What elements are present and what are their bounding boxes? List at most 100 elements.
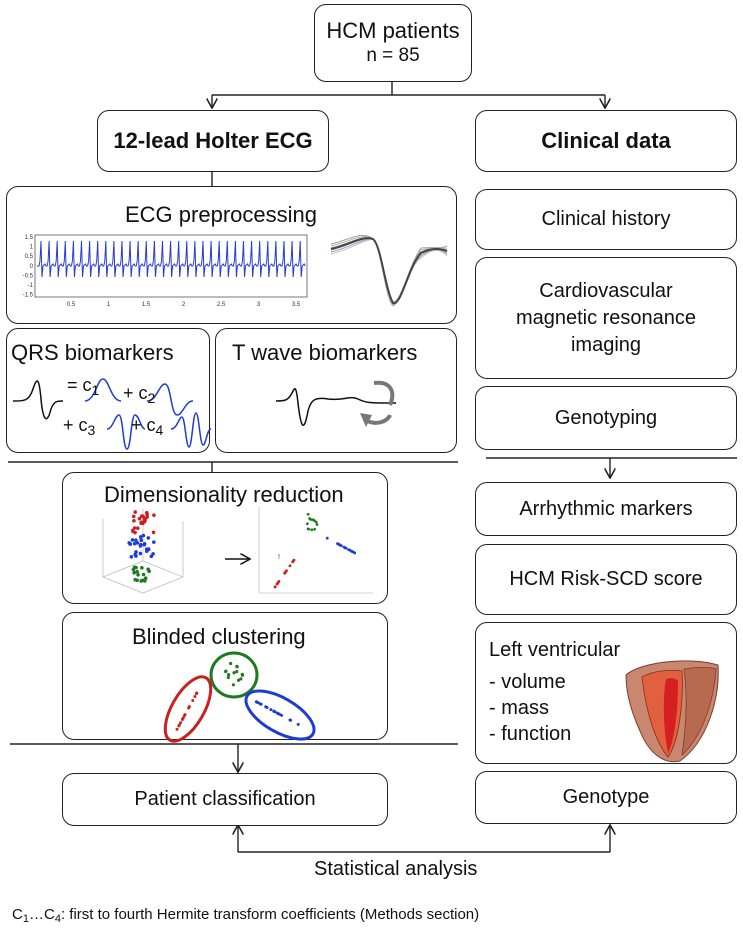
ecg-y-tick: -1.5 — [23, 293, 34, 299]
cluster-point-red — [191, 698, 195, 702]
ecg-y-tick: 0 — [30, 264, 34, 270]
lv-title: Left ventricular — [489, 639, 621, 661]
cluster-point-green — [224, 669, 228, 674]
ecg-x-tick: 3 — [257, 302, 261, 308]
ecg-y-tick: -0.5 — [23, 273, 34, 279]
scatter-point-red — [131, 514, 136, 519]
genotype-box: Genotype — [475, 771, 737, 824]
cluster-point-green — [226, 675, 230, 680]
scatter-point-blue — [142, 542, 147, 547]
ecg-x-tick: 0.5 — [67, 302, 76, 308]
coef-c3: + c3 — [63, 415, 96, 438]
scatter-point-red — [136, 526, 140, 530]
ecg-preprocessing-title: ECG preprocessing — [125, 202, 317, 227]
blinded-clustering-box: Blinded clustering — [62, 612, 388, 743]
ecg-y-tick: -1 — [28, 283, 34, 289]
ecg-y-tick: 1.5 — [25, 235, 34, 241]
t-wave-plot — [275, 380, 396, 427]
hcm-patients-title: HCM patients — [326, 18, 460, 44]
cluster-point-red — [181, 716, 185, 720]
lv-item-volume: - volume — [489, 671, 566, 693]
hermite-h4 — [170, 412, 211, 448]
dimred-plots: ! — [102, 507, 373, 594]
scatter-point-blue — [141, 533, 146, 538]
scatter-point-green — [146, 567, 150, 572]
scatter-point-blue — [351, 550, 354, 554]
scatter-point-blue — [129, 554, 134, 559]
scatter-point-blue — [134, 550, 138, 554]
cluster-point-red — [179, 721, 183, 725]
ecg-x-tick: 3.5 — [292, 302, 301, 308]
scatter-point-blue — [132, 541, 137, 546]
beat-mean-trace — [330, 237, 448, 305]
scatter-point-green — [132, 570, 136, 575]
hermite-h3 — [106, 414, 146, 450]
scatter-point-green — [135, 578, 139, 583]
clinical-history-box: Clinical history — [475, 189, 737, 250]
ecg-y-tick: 1 — [30, 245, 34, 251]
cluster-green — [209, 651, 259, 699]
scatter-point-blue — [325, 536, 329, 540]
cmr-line-1: Cardiovascular — [539, 279, 673, 302]
scatter-point-red — [133, 510, 138, 514]
cluster-point-green — [227, 673, 231, 677]
scatter-point-red — [131, 529, 135, 534]
cmr-line-3: imaging — [570, 333, 642, 356]
scatter-point-red — [142, 519, 147, 524]
scatter-point-red — [145, 515, 149, 519]
scatter-point-red — [139, 514, 144, 518]
t-wave-biomarkers-title: T wave biomarkers — [232, 340, 418, 365]
scatter-point-red — [273, 585, 277, 589]
scatter-point-red — [137, 516, 142, 521]
scatter-2d-axes — [258, 507, 373, 594]
coef-c4: + c4 — [131, 415, 164, 438]
t-wave-biomarkers-box: T wave biomarkers — [215, 328, 457, 453]
footnote: C1…C4: first to fourth Hermite transform… — [12, 906, 480, 925]
hermite-h1 — [84, 378, 122, 402]
cluster-point-green — [235, 665, 239, 669]
cluster-point-red — [175, 727, 179, 731]
scatter-point-green — [141, 572, 146, 577]
holter-ecg-header: 12-lead Holter ECG — [97, 110, 329, 172]
scatter-point-green — [315, 523, 319, 526]
cluster-point-red — [194, 692, 198, 696]
scatter-point-red — [276, 581, 280, 585]
scatter-point-green — [140, 578, 145, 583]
scatter-point-blue — [353, 551, 357, 555]
left-ventricular-box: Left ventricular - volume - mass - funct… — [475, 622, 737, 764]
scatter-point-green — [307, 527, 311, 531]
cluster-point-blue — [288, 718, 292, 722]
scatter-point-blue — [342, 545, 346, 549]
cluster-point-green — [236, 678, 241, 682]
scatter-point-blue — [130, 538, 135, 542]
cluster-point-red — [187, 706, 191, 710]
cluster-point-blue — [280, 713, 284, 717]
scatter-point-red — [288, 564, 292, 568]
scatter-point-red — [291, 560, 295, 564]
scatter-point-green — [136, 573, 140, 577]
clinical-data-header: Clinical data — [475, 110, 737, 172]
clustering-plot — [163, 651, 316, 743]
ecg-x-tick: 2 — [182, 302, 186, 308]
scatter-point-blue — [348, 548, 352, 552]
cluster-point-green — [232, 671, 236, 675]
scatter-point-blue — [152, 540, 156, 544]
cmr-box: Cardiovascular magnetic resonance imagin… — [475, 257, 737, 379]
dimensionality-reduction-box: Dimensionality reduction ! — [62, 472, 388, 604]
hermite-h2 — [146, 383, 194, 416]
cluster-point-red — [183, 713, 187, 717]
scatter-point-blue — [134, 554, 138, 558]
cluster-point-green — [239, 677, 243, 681]
hermite-basis-plot — [12, 378, 211, 450]
coef-c1: = c1 — [67, 375, 100, 398]
rotate-arrow-top — [373, 380, 395, 406]
cluster-point-blue — [264, 705, 268, 709]
scatter-point-green — [313, 527, 316, 531]
statistical-analysis-label: Statistical analysis — [314, 858, 478, 880]
cmr-line-2: magnetic resonance — [515, 306, 697, 329]
cluster-point-red — [177, 724, 181, 728]
scatter-point-blue — [339, 544, 343, 548]
scatter-point-blue — [127, 541, 131, 545]
